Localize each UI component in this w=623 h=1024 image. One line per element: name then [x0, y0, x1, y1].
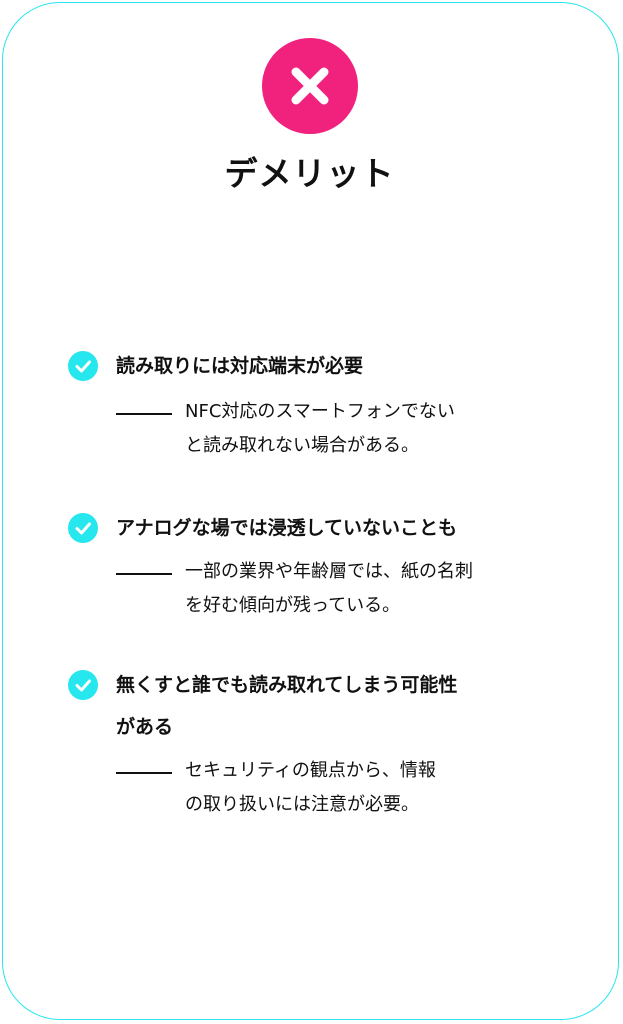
- close-x-badge: [262, 38, 358, 134]
- check-icon: [75, 522, 91, 535]
- item-description-line: セキュリティの観点から、情報: [185, 760, 436, 781]
- item-description-line: NFC対応のスマートフォンでない: [185, 401, 455, 422]
- item-description-line: 一部の業界や年齢層では、紙の名刺: [185, 561, 473, 582]
- item-heading-line: がある: [116, 716, 174, 738]
- item-description: 一部の業界や年齢層では、紙の名刺 を好む傾向が残っている。: [185, 555, 565, 623]
- check-badge: [68, 513, 98, 543]
- item-heading-line: アナログな場では浸透していないことも: [116, 517, 458, 539]
- check-badge: [68, 670, 98, 700]
- item-description: NFC対応のスマートフォンでない と読み取れない場合がある。: [185, 395, 565, 463]
- item-description-line: を好む傾向が残っている。: [185, 595, 401, 616]
- item-description-line: の取り扱いには注意が必要。: [185, 794, 419, 815]
- item-description: セキュリティの観点から、情報 の取り扱いには注意が必要。: [185, 754, 565, 822]
- item-heading: 読み取りには対応端末が必要: [116, 345, 556, 387]
- dash-divider: [116, 573, 172, 575]
- item-heading-line: 無くすと誰でも読み取れてしまう可能性: [116, 674, 458, 696]
- page-title: デメリット: [224, 154, 395, 193]
- item-heading-line: 読み取りには対応端末が必要: [116, 355, 364, 377]
- close-x-icon: [291, 67, 329, 105]
- check-badge: [68, 351, 98, 381]
- check-icon: [75, 679, 91, 692]
- dash-divider: [116, 772, 172, 774]
- dash-divider: [116, 413, 172, 415]
- item-heading: アナログな場では浸透していないことも: [116, 507, 556, 549]
- check-icon: [75, 360, 91, 373]
- item-heading: 無くすと誰でも読み取れてしまう可能性 がある: [116, 664, 556, 748]
- item-description-line: と読み取れない場合がある。: [185, 435, 419, 456]
